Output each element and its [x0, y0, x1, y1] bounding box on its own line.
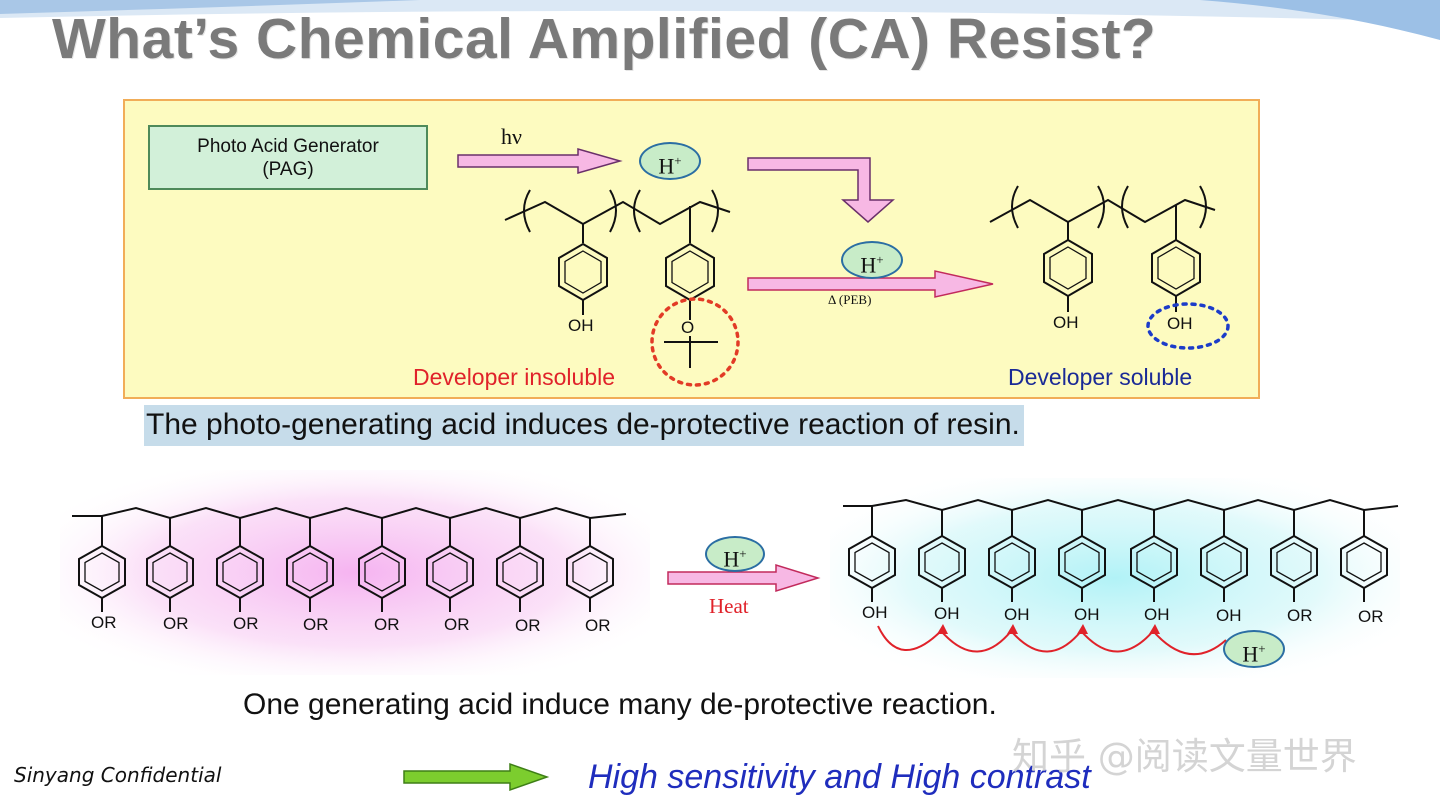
heat-arrow [667, 563, 821, 593]
developer-soluble-label: Developer soluble [1008, 364, 1193, 390]
hv-arrow [457, 148, 623, 174]
acid-bubble-top: H+ [639, 142, 701, 180]
oh-label-b6: OH [1216, 606, 1242, 625]
protecting-group-highlight [650, 297, 740, 387]
plus-sign: + [876, 252, 884, 267]
watermark: 知乎 @阅读文量世界 [1012, 735, 1357, 778]
oh-label-b2: OH [934, 604, 960, 623]
acid-hopping-arrowheads [937, 624, 1160, 634]
acid-bubble-chain: H+ [1223, 630, 1285, 668]
plus-sign: + [739, 546, 747, 561]
result-statement: High sensitivity and High contrast [588, 758, 1091, 796]
or-label-5: OR [374, 615, 400, 634]
pag-label-line1: Photo Acid Generator [197, 136, 379, 157]
developer-insoluble-label: Developer insoluble [413, 364, 616, 390]
oh-label-b4: OH [1074, 605, 1100, 624]
h-plus-symbol: H [1242, 641, 1259, 667]
or-label-6: OR [444, 615, 470, 634]
acid-hopping-arcs [877, 625, 1227, 656]
caption-top: The photo-generating acid induces de-pro… [144, 405, 1024, 446]
acid-bubble-heat: H+ [705, 536, 765, 572]
o-label: O [681, 318, 695, 337]
or-label-b7: OR [1287, 606, 1313, 625]
or-label-b8: OR [1358, 607, 1384, 626]
or-label-4: OR [303, 615, 329, 634]
caption-bottom: One generating acid induce many de-prote… [243, 688, 997, 721]
confidential-footer: Sinyang Confidential [14, 763, 222, 787]
peb-label: Δ (PEB) [828, 292, 872, 307]
elbow-arrow [747, 157, 895, 223]
oh-label-b1: OH [862, 603, 888, 622]
or-label-2: OR [163, 614, 189, 633]
peb-arrow [747, 270, 994, 298]
oh-label-b5: OH [1144, 605, 1170, 624]
acid-bubble-peb: H+ [841, 241, 903, 279]
protected-polymer-chain [72, 506, 627, 612]
hydroxyl-highlight [1146, 302, 1230, 350]
plus-sign: + [1258, 641, 1266, 656]
protected-polymer [504, 189, 731, 368]
or-label-8: OR [585, 616, 611, 635]
oh-label-left: OH [568, 316, 594, 335]
deprotected-polymer-chain [843, 498, 1399, 602]
hv-label: hν [501, 124, 522, 149]
heat-label: Heat [709, 594, 749, 618]
or-label-7: OR [515, 616, 541, 635]
h-plus-symbol: H [658, 153, 675, 179]
pag-label-line2: (PAG) [262, 159, 314, 180]
slide-title: What’s Chemical Amplified (CA) Resist? [52, 7, 1157, 71]
oh-label-b3: OH [1004, 605, 1030, 624]
pag-box: Photo Acid Generator (PAG) [148, 125, 428, 190]
result-arrow [403, 762, 550, 792]
plus-sign: + [674, 153, 682, 168]
or-label-1: OR [91, 613, 117, 632]
oh-label-right-2: OH [1167, 314, 1193, 333]
deprotected-polymer [989, 185, 1216, 312]
or-label-3: OR [233, 614, 259, 633]
h-plus-symbol: H [860, 252, 877, 278]
h-plus-symbol: H [723, 546, 740, 572]
oh-label-right-1: OH [1053, 313, 1079, 332]
